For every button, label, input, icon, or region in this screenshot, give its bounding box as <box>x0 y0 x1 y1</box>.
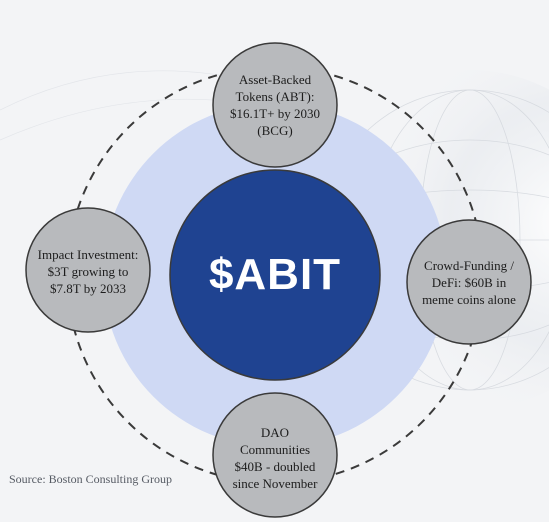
node-right-label: Crowd-Funding / DeFi: $60B in meme coins… <box>422 257 516 307</box>
node-right-circle <box>406 219 532 345</box>
node-top-label: Asset-Backed Tokens (ABT): $16.1T+ by 20… <box>229 72 321 138</box>
center-label: $ABIT <box>208 250 342 299</box>
node-top-text: Asset-Backed Tokens (ABT): $16.1T+ by 20… <box>225 62 325 148</box>
node-bottom-text: DAO Communities $40B - doubled since Nov… <box>225 418 325 498</box>
center-circle <box>169 169 381 381</box>
node-bottom-circle <box>212 392 338 518</box>
node-left-text: Impact Investment: $3T growing to $7.8T … <box>34 228 142 314</box>
node-top-circle <box>212 42 338 168</box>
node-left-circle <box>25 207 151 333</box>
node-bottom-label: DAO Communities $40B - doubled since Nov… <box>232 425 318 491</box>
node-right-text: Crowd-Funding / DeFi: $60B in meme coins… <box>418 239 520 325</box>
source-caption: Source: Boston Consulting Group <box>9 472 173 486</box>
node-left-label: Impact Investment: $3T growing to $7.8T … <box>37 246 139 296</box>
